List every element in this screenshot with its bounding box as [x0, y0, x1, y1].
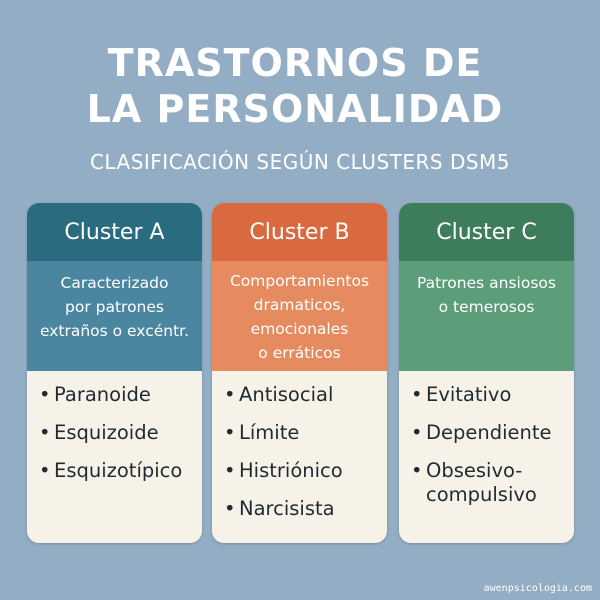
cluster-c-list: Evitativo Dependiente Obsesivo-compulsiv… — [399, 371, 574, 507]
cluster-a-header: Cluster A — [27, 203, 202, 261]
cluster-b-desc-line: Comportamientos — [229, 272, 370, 290]
cluster-a-desc-line: por patrones — [65, 298, 164, 316]
cluster-b-desc-line: dramaticos, — [253, 296, 346, 314]
list-item: Antisocial — [224, 383, 387, 407]
list-item: Histriónico — [224, 459, 387, 483]
title-line-1: TRASTORNOS DE — [107, 41, 483, 85]
cluster-b-list: Antisocial Límite Histriónico Narcisista — [212, 371, 387, 521]
cluster-a-card: Cluster A Caracterizado por patrones ext… — [27, 203, 202, 543]
cluster-b-desc-line: emocionales — [250, 320, 349, 338]
list-item: Narcisista — [224, 497, 387, 521]
cluster-b-description: Comportamientos dramaticos, emocionales … — [212, 261, 387, 371]
cluster-a-description: Caracterizado por patrones extraños o ex… — [27, 261, 202, 371]
list-item: Obsesivo-compulsivo — [411, 459, 574, 507]
subtitle: CLASIFICACIÓN SEGÚN CLUSTERS DSM5 — [89, 150, 511, 174]
list-item: Paranoide — [39, 383, 202, 407]
cluster-b-header: Cluster B — [212, 203, 387, 261]
cluster-c-desc-line: o temerosos — [438, 298, 535, 316]
title-block: TRASTORNOS DE LA PERSONALIDAD — [0, 40, 600, 132]
cluster-c-desc-line: Patrones ansiosos — [417, 274, 556, 292]
title-line-2: LA PERSONALIDAD — [86, 87, 504, 131]
list-item-line: Obsesivo- — [426, 459, 523, 482]
cluster-b-desc-line: o erráticos — [258, 344, 341, 362]
cluster-a-desc-line: Caracterizado — [60, 274, 169, 292]
list-item: Esquizotípico — [39, 459, 202, 483]
list-item: Esquizoide — [39, 421, 202, 445]
list-item: Dependiente — [411, 421, 574, 445]
cluster-b-card: Cluster B Comportamientos dramaticos, em… — [212, 203, 387, 543]
cluster-a-list: Paranoide Esquizoide Esquizotípico — [27, 371, 202, 483]
cluster-a-desc-line: extraños o excéntr. — [39, 322, 190, 340]
cluster-c-card: Cluster C Patrones ansiosos o temerosos … — [399, 203, 574, 543]
cluster-c-description: Patrones ansiosos o temerosos — [399, 261, 574, 371]
list-item: Límite — [224, 421, 387, 445]
watermark: awenpsicologia.com — [483, 583, 592, 594]
list-item-line: compulsivo — [426, 483, 537, 506]
list-item: Evitativo — [411, 383, 574, 407]
cluster-c-header: Cluster C — [399, 203, 574, 261]
